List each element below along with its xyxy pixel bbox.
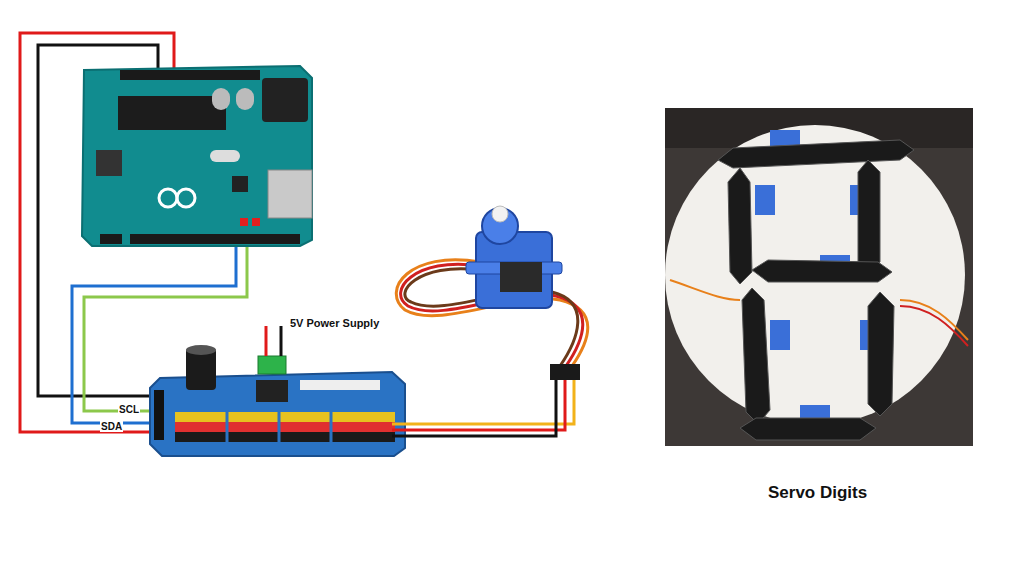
supply-wire <box>280 326 283 356</box>
wire-label: Servo Digits <box>768 484 867 503</box>
wire-label: SDA <box>100 421 123 432</box>
arduino-board <box>82 66 312 246</box>
servo-digits-photo <box>665 108 973 446</box>
wire-label: 5V Power Supply <box>290 317 379 329</box>
pca9685-board <box>150 345 405 456</box>
wire-label: SCL <box>118 404 140 415</box>
servo-motor <box>466 206 562 308</box>
supply-wire <box>265 326 268 356</box>
